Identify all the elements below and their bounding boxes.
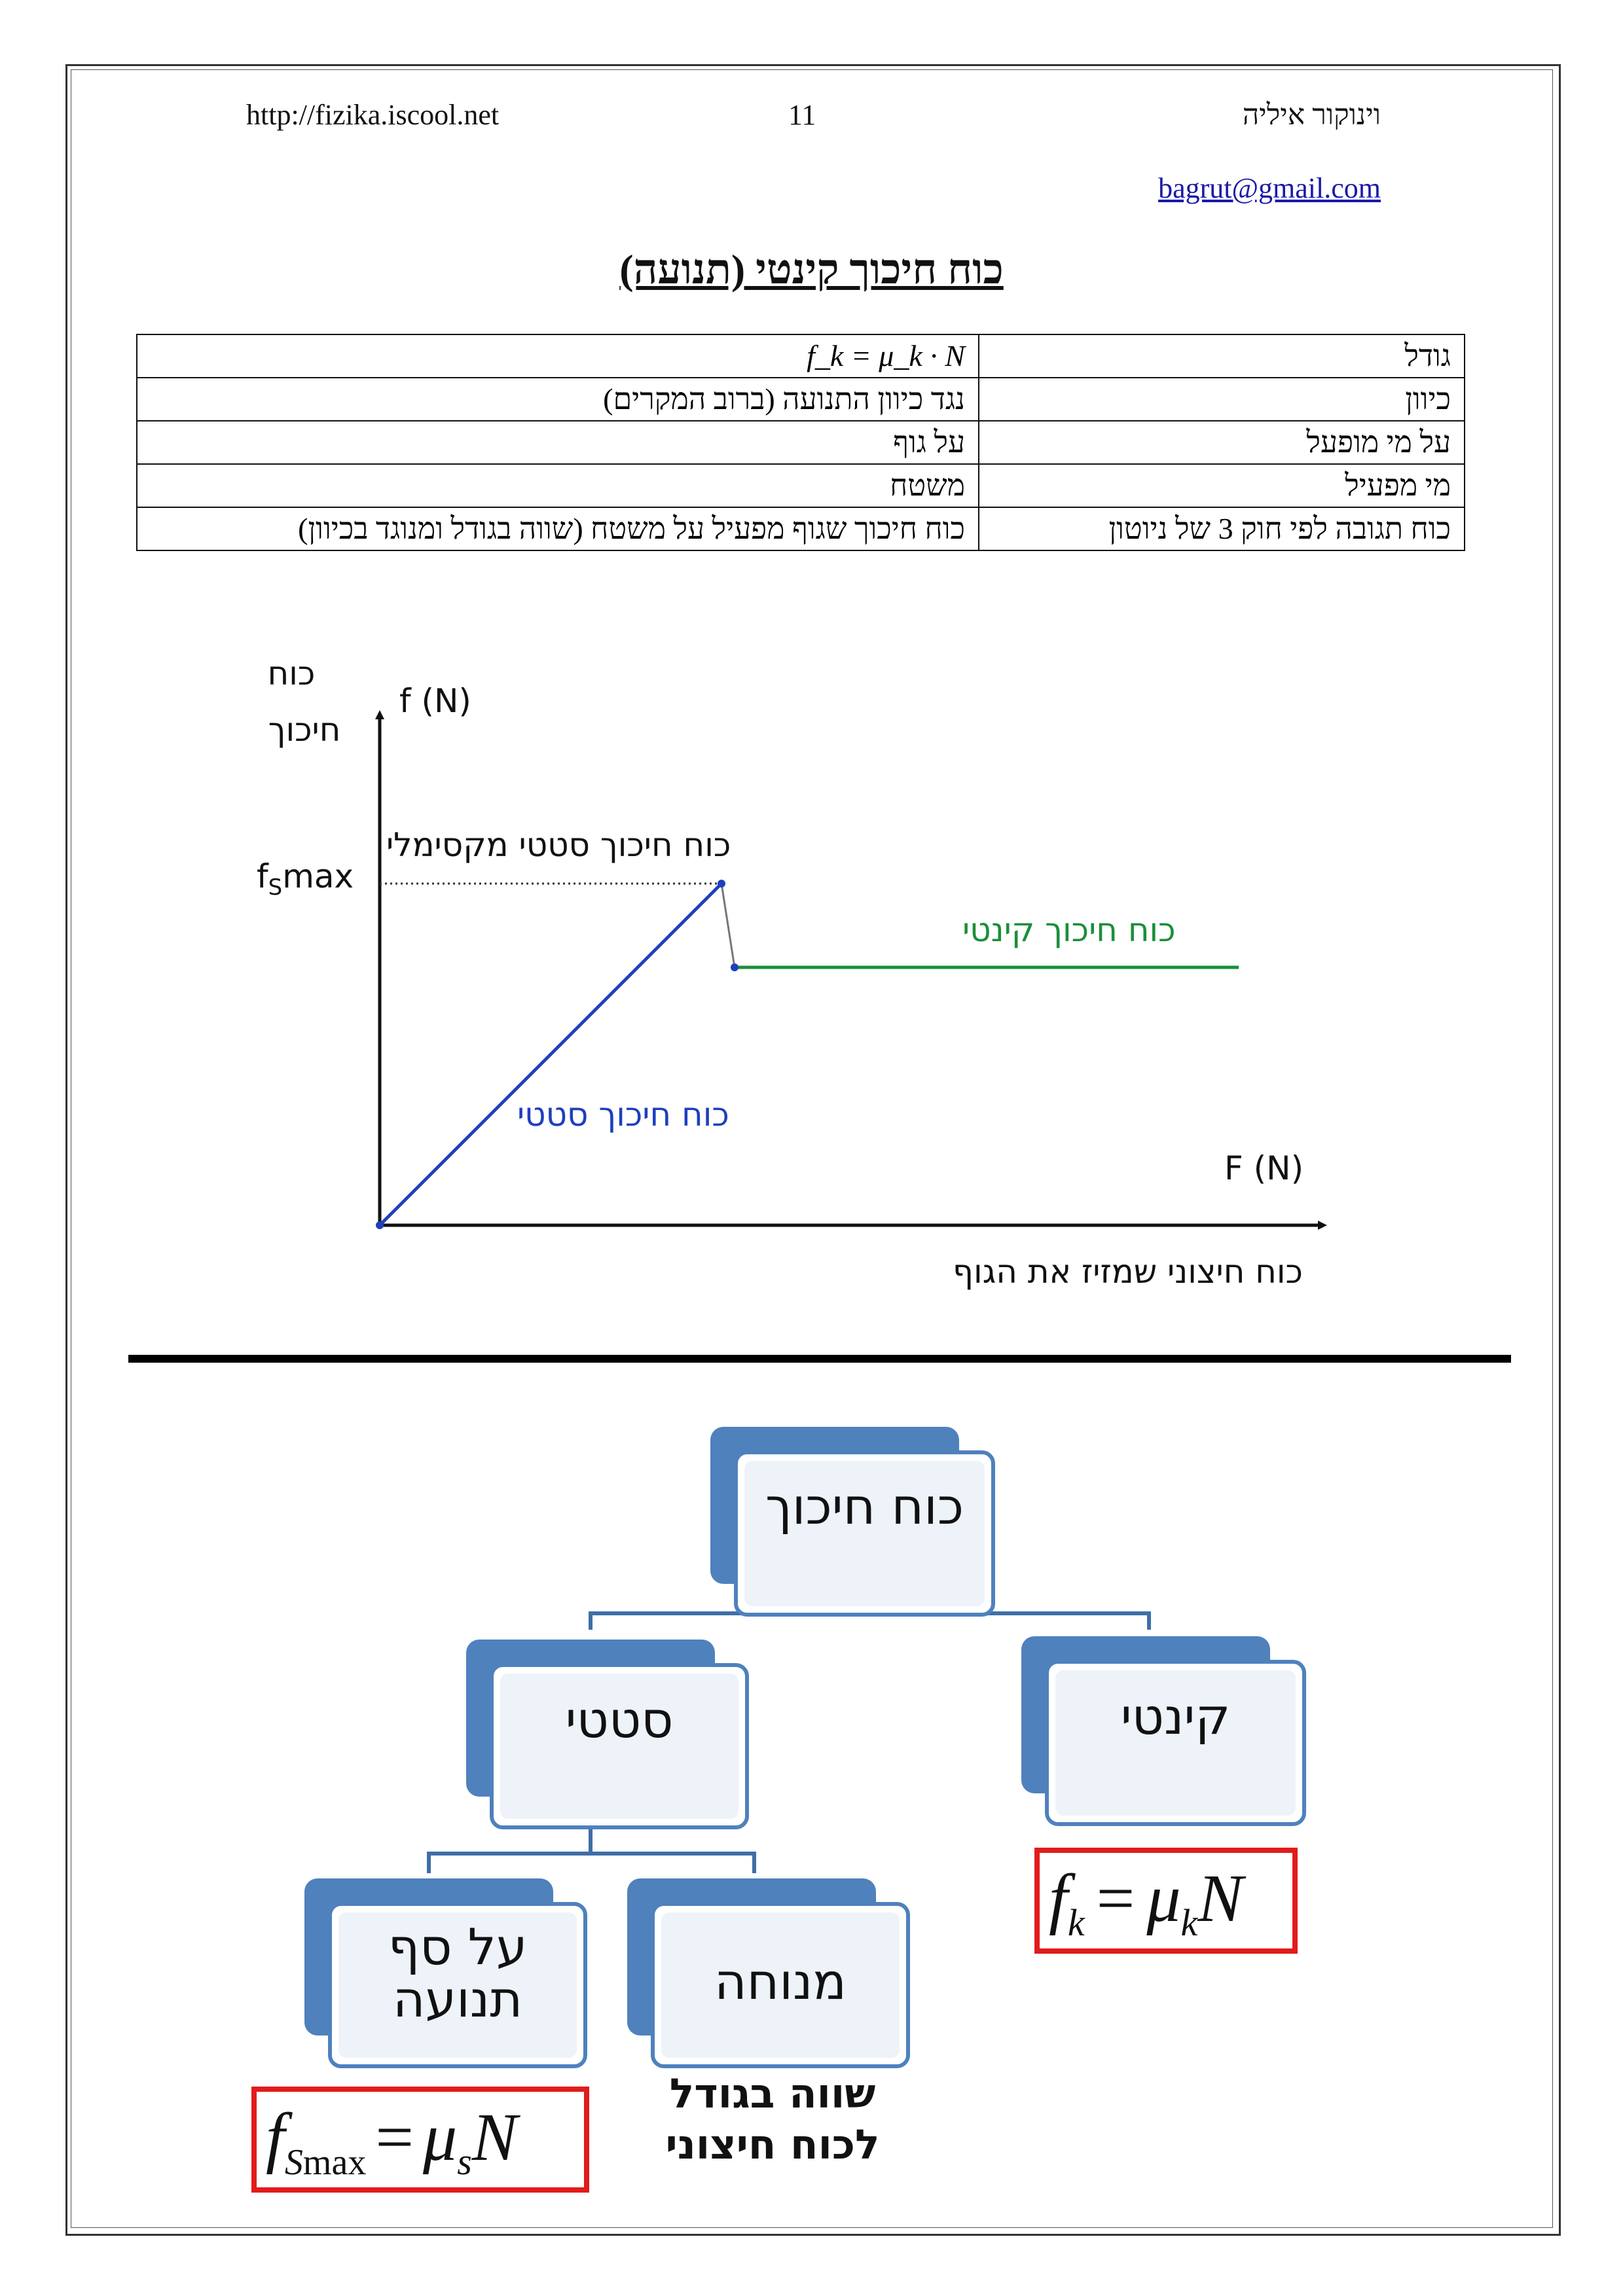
static-friction-line [378,882,723,1227]
page-title: כוח חיכוך קינטי (תנועה) [0,245,1623,294]
table-cell-label: על מי מופעל [978,420,1465,465]
y-axis-heb-line2: חיכוך [268,711,341,749]
fsmax-point [718,880,725,888]
kinetic-start-point [731,963,739,971]
table-cell-value: משטח [136,463,979,508]
drop-line [720,883,736,968]
page-title-text: כוח חיכוך קינטי (תנועה) [619,246,1004,293]
tree-static-label: סטטי [565,1691,674,1749]
section-divider [128,1355,1511,1363]
tree-rest-label: מנוחה [714,1952,847,2011]
table-cell-value: f_k = μ_k · N [136,334,979,378]
tree-kinetic-label: קינטי [1120,1687,1231,1746]
magnitude-formula: f_k = μ_k · N [807,339,965,372]
friction-graph [375,710,1327,1230]
table-cell-label: מי מפעיל [978,463,1465,508]
page-number: 11 [788,99,816,131]
table-row: כיוון נגד כיוון התנועה (ברוב המקרים) [136,377,1465,422]
table-row: מי מפעיל משטח [136,463,1465,508]
table-cell-label: כוח תגובה לפי חוק 3 של ניוטון [978,507,1465,551]
properties-table: גודל f_k = μ_k · N כיוון נגד כיוון התנוע… [136,334,1465,551]
origin-point [376,1221,384,1229]
page-border [65,64,1561,2236]
tree-node-rest [627,1878,910,2068]
tree-node-kinetic [1021,1636,1306,1826]
static-max-formula: fSmax=μsN [266,2100,518,2183]
tree-root-label: כוח חיכוך [765,1477,964,1535]
page-border-inner [71,69,1553,2228]
tree-node-static [466,1640,749,1829]
table-cell-value: נגד כיוון התנועה (ברוב המקרים) [136,377,979,422]
max-static-friction-label: כוח חיכוך סטטי מקסימלי [386,826,731,864]
fsmax-label: fSmax [257,857,354,901]
y-axis-label: f (N) [399,682,471,720]
y-axis-heb-line1: כוח [267,655,316,692]
kinetic-formula-box: fk=μkN [1034,1848,1298,1954]
header-author: וינוקור איליה [1242,99,1381,131]
static-max-formula-box: fSmax=μsN [251,2087,589,2193]
static-friction-label: כוח חיכוך סטטי [517,1096,729,1134]
table-row: גודל f_k = μ_k · N [136,334,1465,378]
table-row: כוח תגובה לפי חוק 3 של ניוטון כוח חיכוך … [136,507,1465,551]
x-axis-heb-label: כוח חיצוני שמזיז את הגוף [953,1253,1303,1291]
tree-node-verge [304,1878,587,2068]
table-cell-label: כיוון [978,377,1465,422]
table-cell-label: גודל [978,334,1465,378]
rest-note: שווה בגודל לכוח חיצוני [665,2070,880,2168]
kinetic-friction-label: כוח חיכוך קינטי [962,911,1176,949]
tree-node-root [710,1427,995,1617]
table-row: על מי מופעל על גוף [136,420,1465,465]
table-cell-value: על גוף [136,420,979,465]
x-axis-label: F (N) [1224,1149,1304,1187]
header-website[interactable]: http://fizika.iscool.net [246,99,500,131]
header-email[interactable]: bagrut@gmail.com [1158,172,1381,204]
kinetic-formula: fk=μkN [1049,1861,1243,1944]
table-cell-value: כוח חיכוך שגוף מפעיל על משטח (שווה בגודל… [136,507,979,551]
tree-verge-label: על סף תנועה [388,1918,528,2028]
